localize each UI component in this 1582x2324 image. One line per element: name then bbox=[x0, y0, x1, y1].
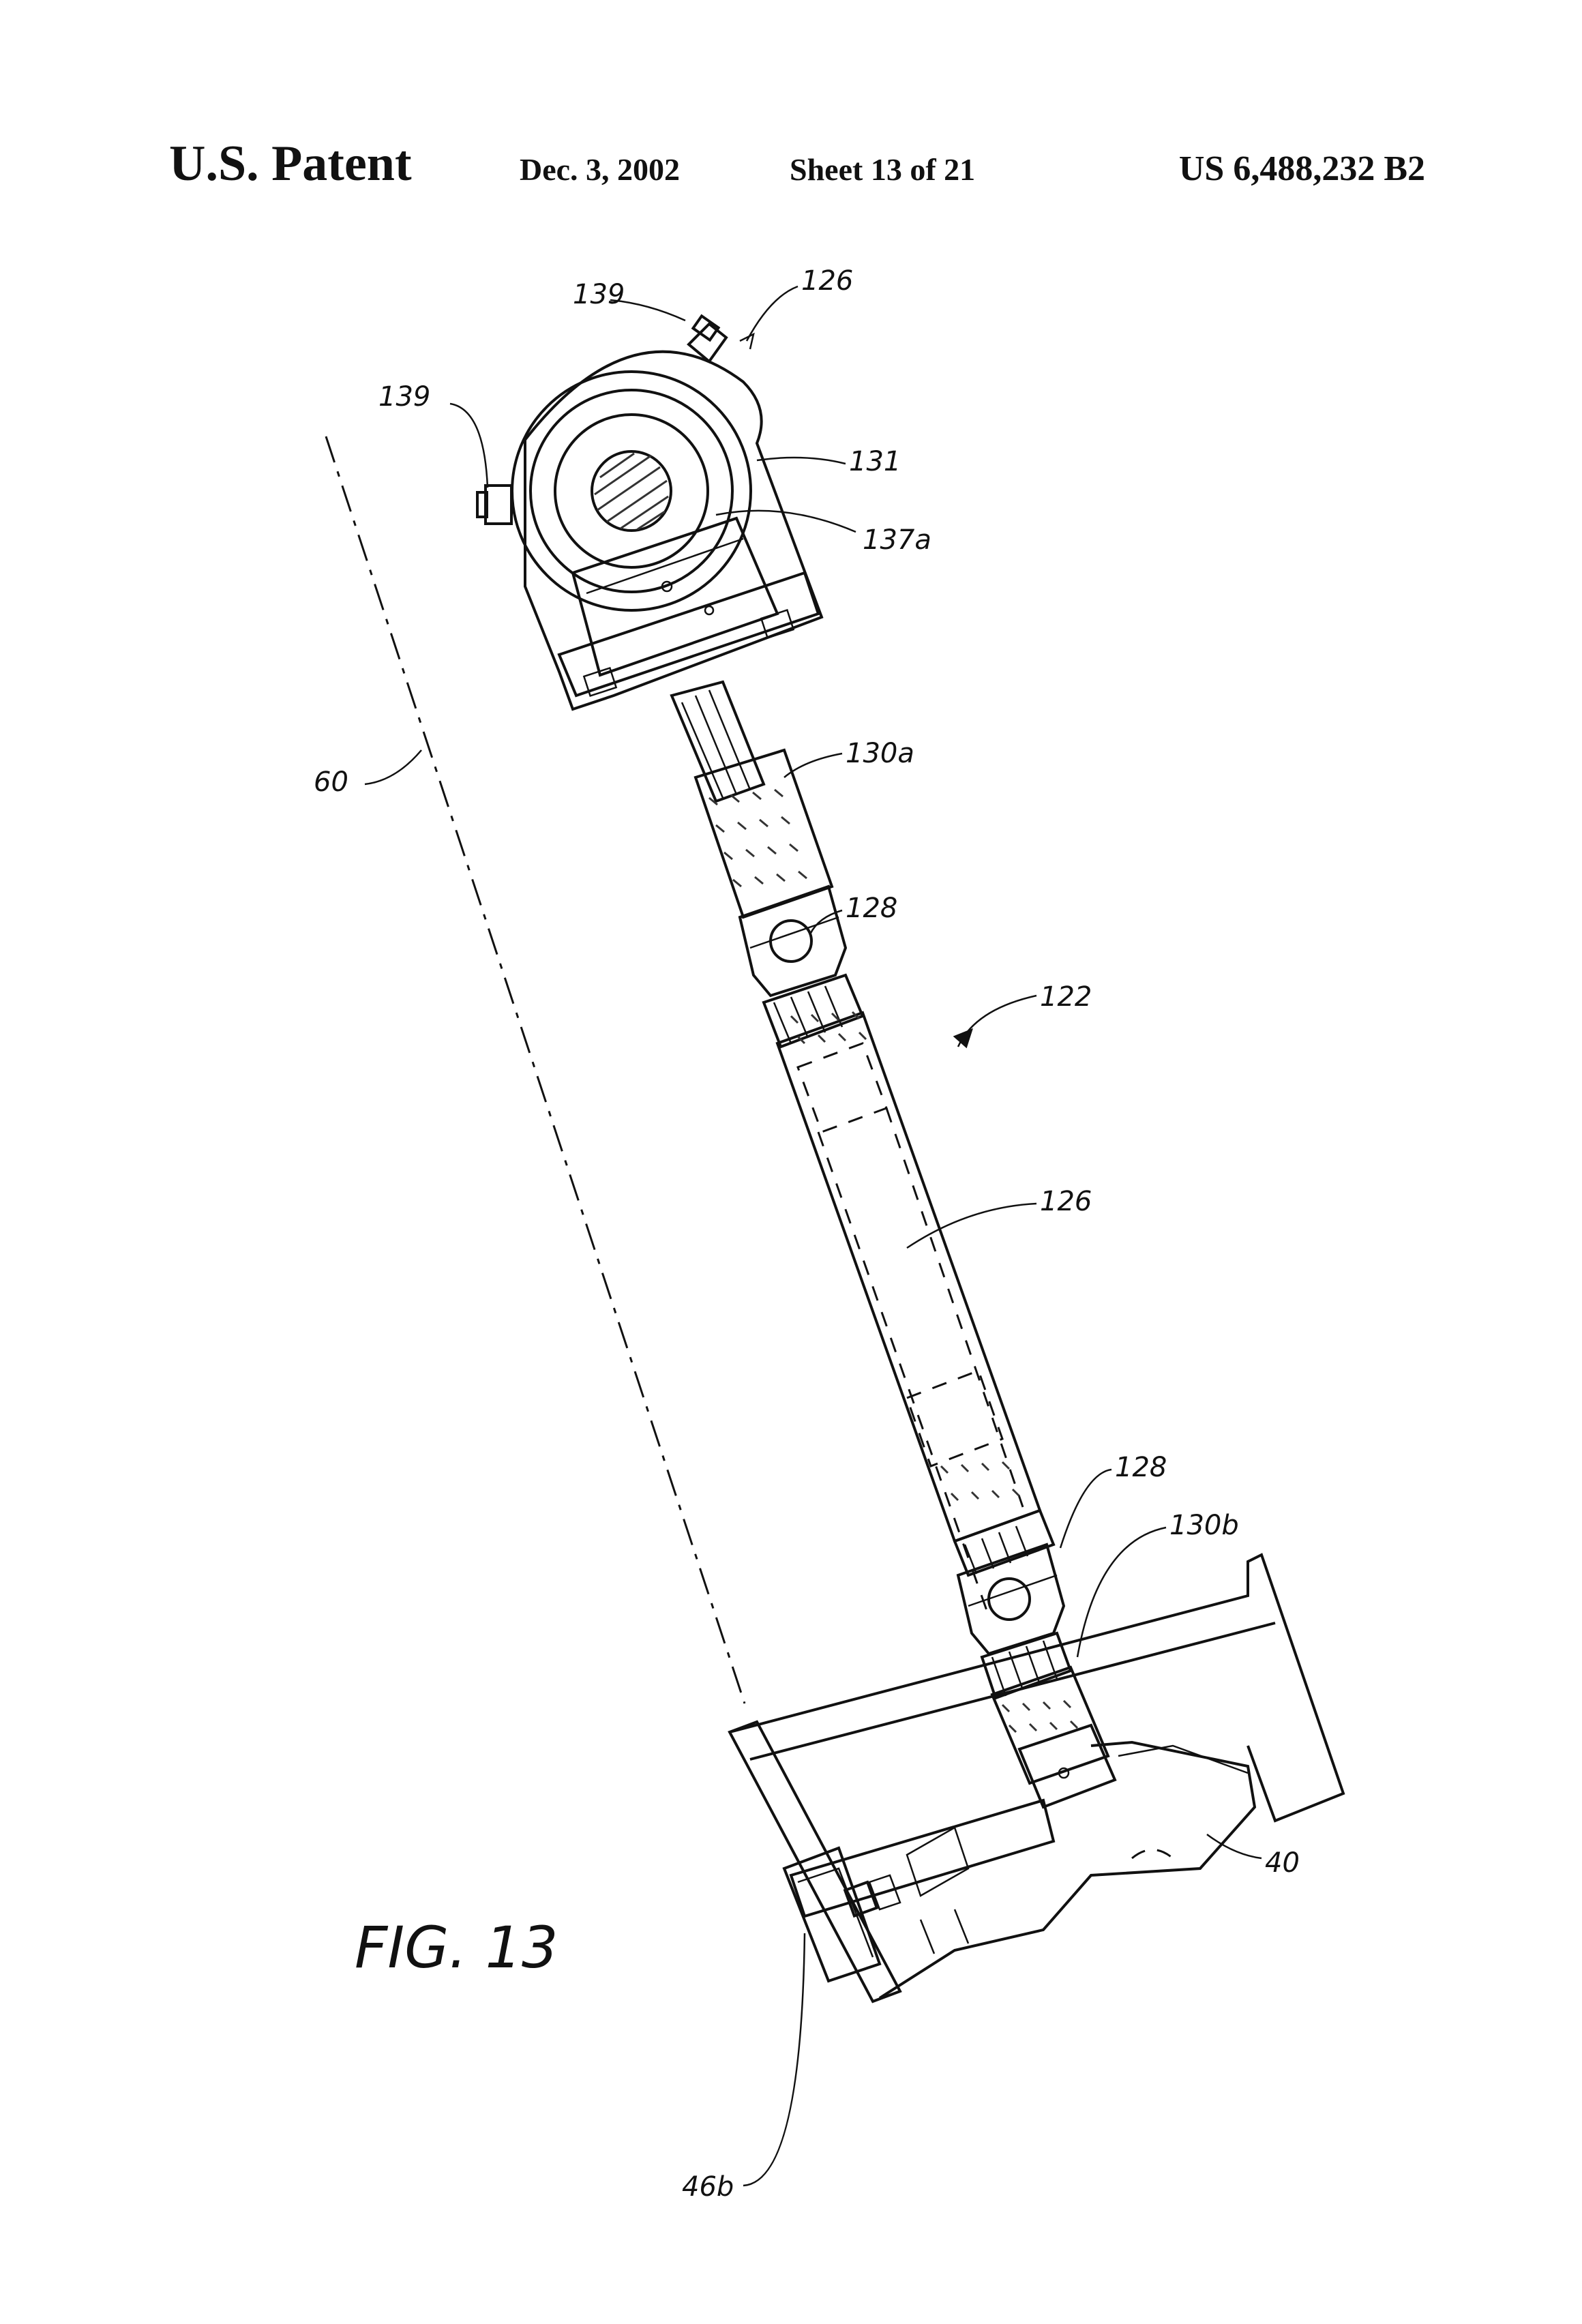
frame-member bbox=[729, 1553, 1345, 1999]
label-130a: 130a bbox=[846, 738, 914, 769]
figure-caption: FIG. 13 bbox=[355, 1914, 558, 1981]
label-46b: 46b bbox=[682, 2171, 734, 2203]
label-40: 40 bbox=[1265, 1847, 1300, 1879]
spline-coupling-lower bbox=[980, 1631, 1117, 1809]
label-128-top: 128 bbox=[846, 893, 897, 924]
label-126-top: 126 bbox=[801, 265, 853, 297]
bracket-plate bbox=[728, 1720, 970, 2003]
bearing-housing bbox=[511, 350, 824, 711]
label-122: 122 bbox=[1040, 981, 1092, 1013]
patent-header-title: U.S. Patent bbox=[169, 136, 412, 192]
label-126-mid: 126 bbox=[1040, 1186, 1092, 1217]
label-139-top: 139 bbox=[573, 279, 625, 310]
label-60: 60 bbox=[314, 766, 348, 798]
grease-fitting-left bbox=[476, 484, 513, 525]
drive-shaft bbox=[762, 973, 1056, 1617]
leader-lines bbox=[364, 285, 1262, 2187]
dashed-reference-line bbox=[325, 436, 746, 1704]
sheet-number: Sheet 13 of 21 bbox=[790, 152, 976, 187]
universal-joint-upper bbox=[738, 884, 848, 998]
patent-number: US 6,488,232 B2 bbox=[1178, 149, 1425, 188]
spline-coupling-upper bbox=[670, 680, 834, 919]
label-128-bottom: 128 bbox=[1115, 1452, 1167, 1483]
grease-fitting-top bbox=[687, 314, 728, 363]
patent-date: Dec. 3, 2002 bbox=[520, 152, 681, 187]
label-139-left: 139 bbox=[378, 381, 430, 413]
label-131: 131 bbox=[849, 446, 901, 477]
label-137a: 137a bbox=[863, 524, 931, 556]
label-130b: 130b bbox=[1169, 1510, 1239, 1541]
